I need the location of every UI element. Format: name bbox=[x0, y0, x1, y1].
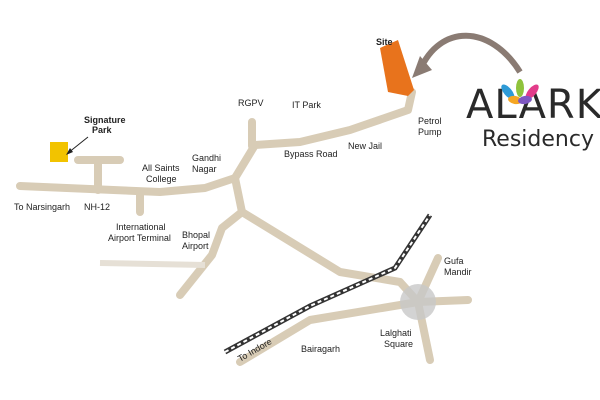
label-new-jail: New Jail bbox=[348, 141, 382, 151]
label-it-park: IT Park bbox=[292, 100, 321, 110]
brand-sub: Residency bbox=[482, 127, 594, 152]
site-arrow bbox=[412, 32, 523, 78]
label-rgpv: RGPV bbox=[238, 98, 264, 108]
railway-line bbox=[223, 213, 433, 355]
label-bhopal-airport: Bhopal bbox=[182, 230, 210, 240]
label-lalghati-2: Square bbox=[384, 339, 413, 349]
label-all-saints: All Saints bbox=[142, 163, 180, 173]
roundabout-lalghati bbox=[400, 284, 436, 320]
label-gufa-mandir: Gufa bbox=[444, 256, 464, 266]
road-to-roundabout bbox=[238, 208, 422, 306]
label-gandhi-nagar-2: Nagar bbox=[192, 164, 217, 174]
site-marker bbox=[380, 40, 414, 96]
label-bairagarh: Bairagarh bbox=[301, 344, 340, 354]
label-airport-terminal-2: Airport Terminal bbox=[108, 233, 171, 243]
label-gandhi-nagar: Gandhi bbox=[192, 153, 221, 163]
label-gufa-mandir-2: Mandir bbox=[444, 267, 472, 277]
road-faint bbox=[99, 260, 206, 268]
road-center-junction bbox=[231, 174, 246, 216]
signature-park-marker bbox=[50, 142, 68, 162]
label-petrol-pump: Petrol bbox=[418, 116, 442, 126]
label-lalghati: Lalghati bbox=[380, 328, 412, 338]
label-site: Site bbox=[376, 37, 393, 47]
label-airport-terminal: International bbox=[116, 222, 166, 232]
road-network bbox=[16, 88, 472, 366]
label-petrol-pump-2: Pump bbox=[418, 127, 442, 137]
label-bhopal-airport-2: Airport bbox=[182, 241, 209, 251]
label-bypass-road: Bypass Road bbox=[284, 149, 338, 159]
brand-logo: ALARK Residency bbox=[466, 79, 600, 152]
signature-park-arrowhead bbox=[66, 148, 73, 155]
label-signature-park: Signature bbox=[84, 115, 126, 125]
label-nh12: NH-12 bbox=[84, 202, 110, 212]
road-bairagarh bbox=[236, 296, 472, 366]
label-to-narsingarh: To Narsingarh bbox=[14, 202, 70, 212]
flower-icon bbox=[501, 79, 539, 105]
label-signature-park-2: Park bbox=[92, 125, 113, 135]
label-all-saints-2: College bbox=[146, 174, 177, 184]
road-bhopal-airport bbox=[176, 208, 246, 299]
road-bypass bbox=[231, 88, 416, 182]
road-nh12 bbox=[16, 174, 239, 196]
